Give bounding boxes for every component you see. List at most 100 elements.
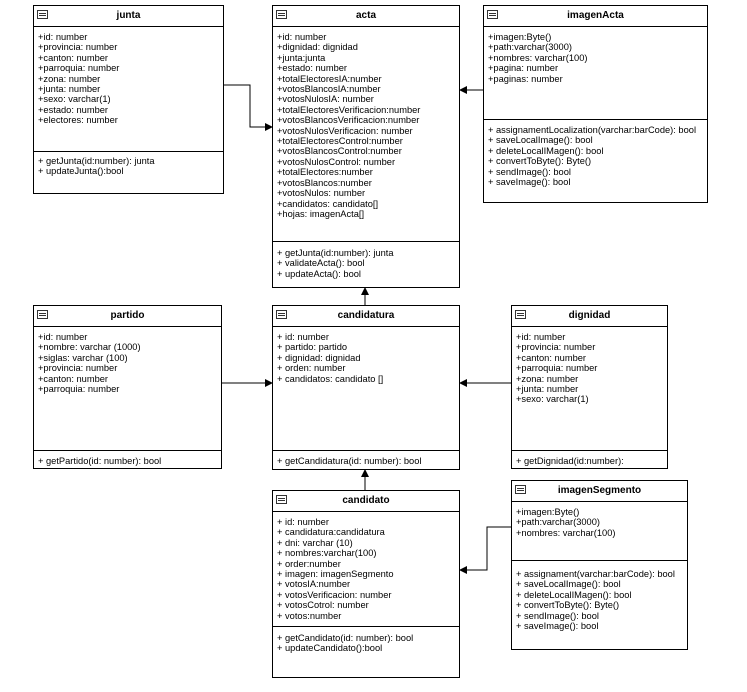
- class-title: dignidad: [568, 310, 611, 321]
- attributes-section: +id: number+provincia: number+canton: nu…: [512, 330, 667, 451]
- attribute-row: +hojas: imagenActa[]: [277, 208, 365, 219]
- method-row: + saveImage(): bool: [488, 177, 571, 188]
- class-icon: [276, 10, 287, 19]
- class-icon: [515, 310, 526, 319]
- attribute-row: +nombre: varchar (1000): [38, 342, 141, 353]
- attribute-row: +parroquia: number: [38, 63, 120, 74]
- attributes-section: + id: number+ partido: partido+ dignidad…: [273, 330, 459, 451]
- class-imagenacta[interactable]: imagenActa +imagen:Byte()+path:varchar(3…: [483, 5, 708, 203]
- attribute-row: +sexo: varchar(1): [516, 394, 589, 405]
- attribute-row: +totalElectoresControl:number: [277, 136, 403, 147]
- attribute-row: + votos:number: [277, 610, 342, 621]
- class-candidatura[interactable]: candidatura + id: number+ partido: parti…: [272, 305, 460, 470]
- attributes-section: +id: number+nombre: varchar (1000)+sigla…: [34, 330, 221, 451]
- attribute-row: +sexo: varchar(1): [38, 94, 111, 105]
- attribute-row: +path:varchar(3000): [488, 42, 572, 53]
- class-icon: [37, 310, 48, 319]
- attribute-row: +votosBlancosControl:number: [277, 146, 402, 157]
- attribute-row: +id: number: [38, 332, 88, 342]
- methods-section: + assignamentLocalization(varchar:barCod…: [484, 123, 707, 187]
- class-icon: [276, 310, 287, 319]
- attribute-row: +siglas: varchar (100): [38, 352, 128, 363]
- attribute-row: + dignidad: dignidad: [277, 352, 361, 363]
- attribute-row: +totalElectoresVerificacion:number: [277, 104, 421, 115]
- method-row: + getCandidato(id: number): bool: [277, 633, 414, 643]
- attribute-row: +zona: number: [516, 373, 579, 384]
- method-row: + getJunta(id:number): junta: [277, 248, 394, 258]
- attribute-row: +pagina: number: [488, 63, 559, 74]
- class-icon: [37, 10, 48, 19]
- attribute-row: +canton: number: [38, 373, 109, 384]
- class-junta[interactable]: junta +id: number+provincia: number+cant…: [33, 5, 224, 194]
- class-partido[interactable]: partido +id: number+nombre: varchar (100…: [33, 305, 222, 469]
- method-row: + updateJunta():bool: [38, 166, 124, 177]
- class-candidato[interactable]: candidato + id: number+ candidatura:cand…: [272, 490, 460, 678]
- attribute-row: + orden: number: [277, 363, 346, 374]
- method-row: + sendImage(): bool: [488, 166, 571, 177]
- attribute-row: + nombres:varchar(100): [277, 548, 377, 559]
- attribute-row: +electores: number: [38, 115, 118, 126]
- attribute-row: +votosNulosVerificacion: number: [277, 125, 413, 136]
- attributes-section: + id: number+ candidatura:candidatura+ d…: [273, 515, 459, 627]
- attribute-row: +votosNulos: number: [277, 188, 366, 199]
- class-icon: [515, 485, 526, 494]
- attribute-row: +nombres: varchar(100): [516, 527, 616, 538]
- attribute-row: +estado: number: [38, 104, 109, 115]
- attribute-row: +path:varchar(3000): [516, 517, 600, 528]
- attribute-row: + votosIA:number: [277, 579, 351, 590]
- attribute-row: +totalElectores:number: [277, 167, 373, 178]
- methods-section: + assignament(varchar:barCode): bool+ sa…: [512, 567, 687, 631]
- class-title: junta: [116, 10, 141, 21]
- attribute-row: +junta: number: [516, 384, 579, 395]
- class-icon: [487, 10, 498, 19]
- attribute-row: +nombres: varchar(100): [488, 52, 588, 63]
- attribute-row: +provincia: number: [516, 342, 596, 353]
- attribute-row: +paginas: number: [488, 73, 563, 84]
- attribute-row: +junta:junta: [277, 52, 326, 63]
- attribute-row: +candidatos: candidato[]: [277, 198, 379, 209]
- attribute-row: +estado: number: [277, 63, 348, 74]
- attribute-row: +provincia: number: [38, 363, 118, 374]
- attributes-section: +imagen:Byte()+path:varchar(3000)+nombre…: [484, 30, 707, 120]
- attribute-row: + candidatura:candidatura: [277, 527, 385, 538]
- class-title: acta: [355, 10, 376, 21]
- attribute-row: +junta: number: [38, 84, 101, 95]
- method-row: + getDignidad(id:number):: [516, 456, 624, 466]
- class-title: candidato: [342, 495, 390, 506]
- class-acta[interactable]: acta +id: number+dignidad: dignidad+junt…: [272, 5, 460, 288]
- attribute-row: +votosBlancosIA:number: [277, 84, 381, 95]
- method-row: + deleteLocalIMagen(): bool: [516, 589, 632, 600]
- class-title: imagenActa: [567, 10, 624, 21]
- method-row: + saveLocalImage(): bool: [516, 579, 621, 590]
- attribute-row: + dni: varchar (10): [277, 537, 353, 548]
- attribute-row: +id: number: [516, 332, 566, 342]
- method-row: + assignament(varchar:barCode): bool: [516, 569, 675, 579]
- method-row: + deleteLocalIMagen(): bool: [488, 145, 604, 156]
- method-row: + updateCandidato():bool: [277, 643, 383, 654]
- attribute-row: + partido: partido: [277, 342, 348, 353]
- method-row: + convertToByte(): Byte(): [488, 156, 592, 167]
- class-dignidad[interactable]: dignidad +id: number+provincia: number+c…: [511, 305, 668, 469]
- class-imagensegmento[interactable]: imagenSegmento +imagen:Byte()+path:varch…: [511, 480, 688, 650]
- methods-section: + getCandidatura(id: number): bool: [273, 454, 459, 466]
- connector-junta-acta: [224, 84, 273, 131]
- methods-section: + getDignidad(id:number):: [512, 454, 667, 466]
- attribute-row: + id: number: [277, 517, 329, 527]
- attribute-row: + votosVerificacion: number: [277, 589, 392, 600]
- method-row: + getJunta(id:number): junta: [38, 156, 155, 166]
- methods-section: + getJunta(id:number): junta+ validateAc…: [273, 246, 459, 279]
- attribute-row: +id: number: [277, 32, 327, 42]
- method-row: + saveLocalImage(): bool: [488, 135, 593, 146]
- method-row: + saveImage(): bool: [516, 621, 599, 632]
- method-row: + assignamentLocalization(varchar:barCod…: [488, 125, 697, 135]
- attribute-row: +imagen:Byte(): [488, 32, 552, 42]
- methods-section: + getPartido(id: number): bool: [34, 454, 221, 466]
- attribute-row: +votosBlancosVerificacion:number: [277, 115, 420, 126]
- attribute-row: + order:number: [277, 558, 341, 569]
- method-row: + sendImage(): bool: [516, 610, 599, 621]
- method-row: + getCandidatura(id: number): bool: [277, 456, 422, 466]
- method-row: + convertToByte(): Byte(): [516, 600, 620, 611]
- connector-imagensegmento-candidato: [459, 526, 511, 574]
- class-title: imagenSegmento: [557, 485, 642, 496]
